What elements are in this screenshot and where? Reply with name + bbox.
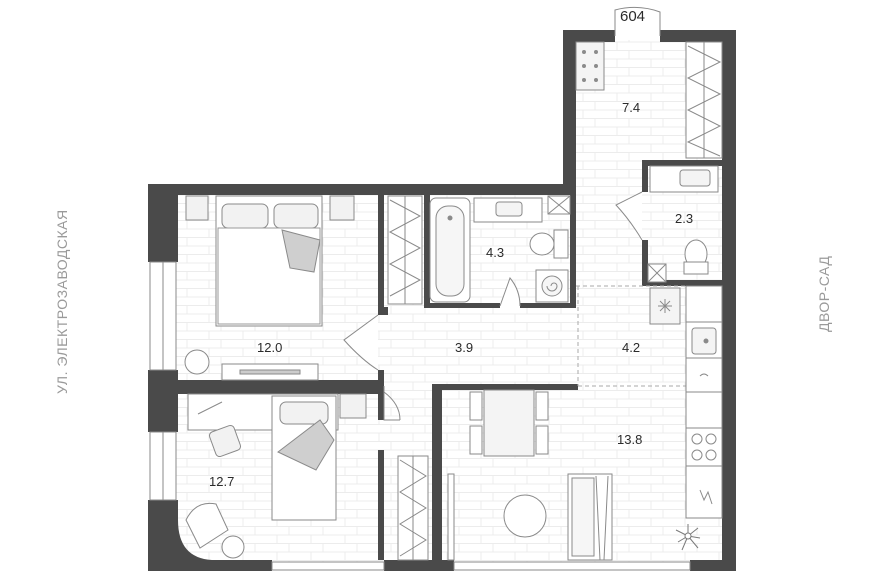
wall-bath-left	[424, 195, 430, 307]
area-corridor: 4.2	[622, 340, 640, 355]
area-toilet: 2.3	[675, 211, 693, 226]
armchair	[185, 502, 229, 549]
shoe-cabinet	[575, 41, 605, 91]
wall-top-entry-b	[660, 30, 736, 42]
blanket	[277, 419, 335, 471]
pillow	[279, 401, 329, 425]
bed-blanket	[281, 229, 321, 273]
windows	[149, 261, 691, 571]
area-bedroom-1: 12.0	[257, 340, 282, 355]
area-kitchen-living: 13.8	[617, 432, 642, 447]
window-bottom-1	[271, 561, 385, 571]
dining-chair-1	[469, 391, 483, 421]
wall-bed2-hall	[378, 380, 384, 420]
wall-bath-bottom-b	[520, 303, 576, 308]
wall-bottom-a	[212, 560, 272, 571]
dining-chair-4	[535, 425, 549, 455]
chair-round	[184, 349, 210, 375]
oven-icon	[699, 489, 713, 505]
bedroom-1-furniture	[184, 195, 423, 381]
desk-chair	[208, 424, 242, 458]
wall-bottom-d	[690, 560, 736, 571]
wall-kitchen-top	[432, 384, 578, 390]
living-furniture	[447, 389, 701, 561]
snowflake-icon	[658, 299, 672, 313]
nightstand-left	[185, 195, 209, 221]
wall-bed1-bath	[378, 195, 384, 307]
entry-furniture	[575, 41, 723, 159]
kitchen-fixtures	[649, 285, 723, 519]
dining-chair-3	[535, 391, 549, 421]
dining-table	[483, 389, 535, 457]
toilet-fixtures	[647, 165, 719, 283]
wall-top-left	[148, 184, 574, 195]
plant-icon	[675, 524, 701, 551]
door-bathroom	[499, 277, 521, 307]
coffee-table	[503, 494, 547, 538]
wall-toilet-top	[642, 160, 722, 166]
street-right-label: ДВОР-САД	[816, 256, 832, 332]
wall-bath-right	[570, 195, 576, 308]
window-bottom-2	[453, 561, 691, 571]
door-toilet	[615, 191, 643, 241]
tv-unit	[447, 473, 455, 561]
toilet-tank-2	[683, 261, 709, 275]
doors	[343, 6, 661, 421]
door-bedroom-2	[383, 391, 401, 421]
apartment-number: 604	[620, 8, 645, 25]
wall-toilet-left-b	[642, 240, 648, 286]
pillow-left	[221, 203, 269, 229]
wall-left-a	[148, 184, 178, 262]
wall-bath-bottom-a	[424, 303, 500, 308]
wall-toilet-left-a	[642, 160, 648, 192]
bathroom-fixtures	[429, 195, 571, 303]
wall-jamb-a	[378, 307, 388, 315]
wall-left-b	[148, 370, 178, 432]
wall-toilet-bottom	[642, 280, 722, 286]
cooktop	[691, 433, 717, 461]
door-bedroom-1	[343, 314, 379, 371]
wall-kitchen-left	[432, 384, 442, 560]
wall-bedrooms	[148, 380, 384, 394]
wall-bed-hall-a	[378, 370, 384, 384]
wall-bottom-c	[444, 560, 454, 571]
kitchen-counter	[685, 285, 723, 519]
wall-bed2-right	[378, 450, 384, 560]
street-left-label: УЛ. ЭЛЕКТРОЗАВОДСКАЯ	[54, 209, 70, 394]
nightstand-bedroom-2	[339, 393, 367, 419]
pillow-right	[273, 203, 319, 229]
toilet-bowl	[529, 232, 555, 256]
area-hall: 3.9	[455, 340, 473, 355]
room-labels: 12.0 12.7 3.9 4.3 7.4 2.3 4.2 13.8	[209, 100, 693, 489]
area-bathroom: 4.3	[486, 245, 504, 260]
nightstand-right	[329, 195, 355, 221]
wall-left-corner	[148, 500, 212, 571]
wall-right	[722, 30, 736, 571]
side-table	[221, 535, 245, 559]
area-bedroom-2: 12.7	[209, 474, 234, 489]
area-entry: 7.4	[622, 100, 640, 115]
wall-bottom-b	[384, 560, 444, 571]
dishwasher-icon	[699, 373, 709, 377]
interior-walls	[148, 160, 722, 560]
sink	[495, 201, 523, 217]
toilet-sink	[679, 169, 711, 187]
bedroom-2-furniture	[185, 393, 429, 561]
dining-chair-2	[469, 425, 483, 455]
entrance-door	[614, 6, 661, 36]
wall-entry-left	[563, 30, 576, 195]
toilet-tank	[553, 229, 569, 259]
wall-top-entry-a	[563, 30, 615, 42]
